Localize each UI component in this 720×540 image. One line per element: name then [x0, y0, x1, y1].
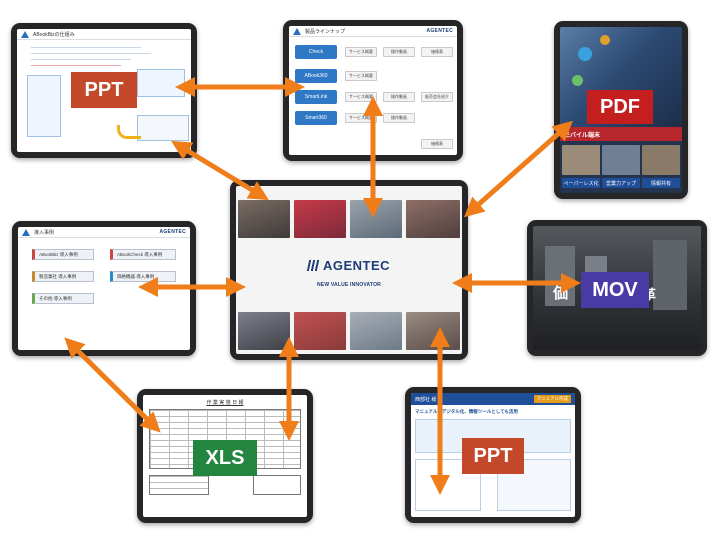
hub-photo	[238, 200, 290, 238]
cases-header: 導入事例 AGENTEC	[18, 227, 190, 238]
ppt-tag-bottom: PPT	[462, 438, 524, 474]
hub-photo	[294, 312, 346, 350]
hub-tagline: NEW VALUE INNOVATOR	[317, 282, 381, 288]
pdf-footer-tab[interactable]: ペーパーレス化	[562, 178, 600, 188]
hub-photo	[294, 200, 346, 238]
pdf-tag: PDF	[587, 90, 653, 124]
service-button[interactable]: 価格表	[421, 47, 453, 57]
text-line	[31, 47, 141, 48]
text-line	[31, 65, 121, 66]
thumb-photo	[602, 145, 640, 175]
ppt-slide-title: ABookBizの仕組み	[33, 31, 75, 38]
service-button[interactable]: 操作動画	[383, 92, 415, 102]
text-line	[31, 53, 151, 54]
app-bubble	[578, 47, 592, 61]
xls-grid	[149, 475, 209, 495]
hub-photo	[350, 312, 402, 350]
agentec-logo-small: AGENTEC	[159, 229, 186, 235]
city-block	[653, 240, 687, 310]
arrow-ppt-to-hub	[171, 140, 269, 201]
text-line	[31, 59, 131, 60]
xls-grid	[253, 475, 301, 495]
xls-tag: XLS	[193, 440, 257, 476]
case-button[interactable]: 製造業社 導入事例	[32, 271, 94, 282]
diagram-box	[27, 75, 61, 137]
tablet-pdf-page: モバイル端末 ペーパーレス化 営業力アップ 情報共有	[554, 21, 688, 199]
lineup-header: 製品ラインナップ AGENTEC	[289, 26, 457, 37]
lineup-title: 製品ラインナップ	[305, 28, 346, 35]
cases-title: 導入事例	[34, 229, 55, 236]
diagram-arrow	[117, 125, 141, 139]
hub-screen: AGENTEC NEW VALUE INNOVATOR	[236, 186, 462, 354]
agentec-logo-text: AGENTEC	[322, 258, 391, 273]
pdf-footer-tab[interactable]: 情報共有	[642, 178, 680, 188]
app-bubble	[600, 35, 610, 45]
agentec-mark-icon	[293, 27, 301, 35]
arrow-cases-to-xls	[64, 337, 161, 433]
service-button[interactable]: サービス概要	[345, 71, 377, 81]
product-button-smartlink[interactable]: SmartLink	[295, 90, 337, 104]
service-button[interactable]: 販売会社紹介	[421, 92, 453, 102]
case-button[interactable]: ABookBiz 導入事例	[32, 249, 94, 260]
case-button[interactable]: その他 導入事例	[32, 293, 94, 304]
headline-banner: モバイル端末	[560, 127, 682, 141]
thumb-photo	[642, 145, 680, 175]
service-button[interactable]: サービス概要	[345, 47, 377, 57]
mov-tag: MOV	[581, 272, 649, 308]
app-bubble	[572, 75, 583, 86]
pdf-footer-tab[interactable]: 営業力アップ	[602, 178, 640, 188]
pdf-headline: モバイル端末	[564, 132, 601, 139]
arrow-pdf-to-hub	[464, 120, 573, 218]
manual-banner: マニュアル作成	[533, 395, 571, 403]
service-button[interactable]: 操作動画	[383, 47, 415, 57]
agentec-logo-small: AGENTEC	[426, 28, 453, 34]
manual-title: 西部社 様	[415, 396, 437, 403]
product-button-check[interactable]: Check	[295, 45, 337, 59]
service-button[interactable]: 操作動画	[383, 113, 415, 123]
ppt-tag-top: PPT	[71, 72, 137, 108]
price-button[interactable]: 価格表	[421, 139, 453, 149]
agentec-mark-icon	[21, 30, 29, 38]
agentec-mark-icon	[22, 228, 30, 236]
manual-subtitle: マニュアルをデジタル化、情報ツールとしても活用	[415, 409, 518, 414]
xls-title: 作 業 実 施 日 報	[206, 400, 244, 406]
hub-photo	[406, 200, 460, 238]
ppt-slide-header: ABookBizの仕組み	[17, 29, 191, 40]
case-button[interactable]: ABookCheck 導入事例	[110, 249, 176, 260]
tablet-center-hub: AGENTEC NEW VALUE INNOVATOR	[230, 180, 468, 360]
product-button-smart360[interactable]: Smart360	[295, 111, 337, 125]
manual-header: 西部社 様 マニュアル作成	[411, 393, 575, 405]
product-button-abook360[interactable]: ABook360	[295, 69, 337, 83]
hub-logo-row: AGENTEC	[236, 258, 462, 273]
